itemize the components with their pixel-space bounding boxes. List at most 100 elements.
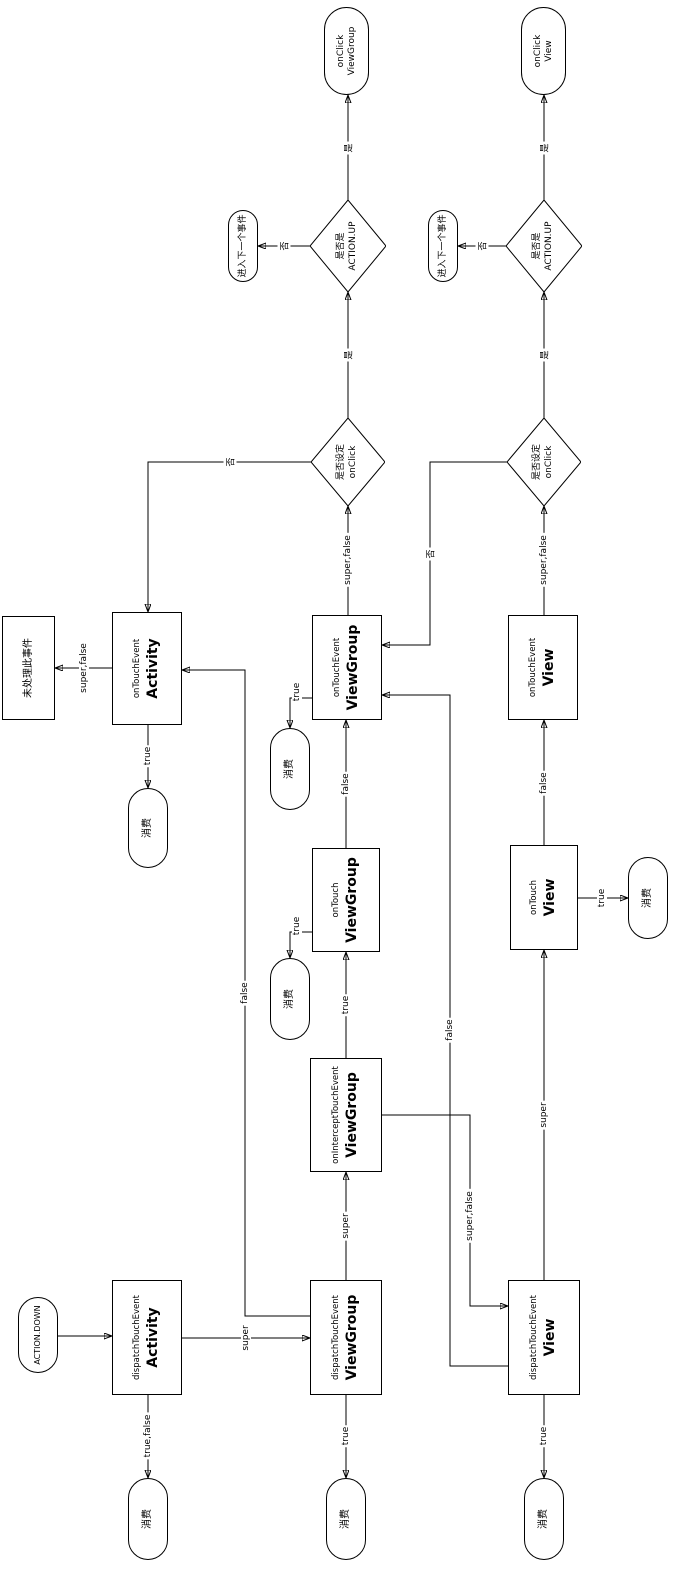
decision-text: 是否是 ACTION.UP	[310, 200, 386, 292]
terminal-consume-activity-ontouchevent: 消费	[128, 788, 168, 868]
edge-label-super: super	[241, 1323, 251, 1353]
edge-label-super: super	[539, 1100, 549, 1130]
diamond-shape	[507, 418, 581, 506]
method-label: onTouchEvent	[332, 637, 343, 698]
terminal-consume-viewgroup-ontouchevent: 消费	[270, 728, 310, 810]
next-event-label: 进入下一个事件	[437, 214, 448, 278]
node-viewgroup-onintercepttouchevent: onInterceptTouchEvent ViewGroup	[310, 1058, 382, 1172]
edge-label-true: true	[292, 914, 302, 938]
terminal-consume-activity-dispatch: 消费	[128, 1478, 168, 1560]
edge-label-super-false: super,false	[343, 533, 353, 587]
decision-line2: onClick	[348, 445, 358, 479]
edge-label-yes: 是	[537, 141, 551, 155]
terminal-onclick-viewgroup: onClick ViewGroup	[324, 7, 369, 95]
class-label: View	[540, 648, 557, 687]
node-view-ontouchevent: onTouchEvent View	[508, 615, 578, 720]
edge-label-no: 否	[277, 239, 291, 253]
edge-label-super-false: super,false	[465, 1189, 475, 1243]
class-label: ViewGroup	[343, 1072, 360, 1158]
decision-line2: ACTION.UP	[544, 221, 554, 271]
consume-label: 消费	[284, 989, 296, 1009]
terminal-consume-view-ontouch: 消费	[628, 857, 668, 939]
edge-label-false: false	[341, 771, 351, 797]
method-label: onTouch	[331, 882, 342, 918]
edge-label-true: true	[143, 744, 153, 768]
onclick-line1: onClick	[533, 34, 544, 68]
node-viewgroup-ontouch: onTouch ViewGroup	[312, 848, 380, 952]
edge-label-no: 否	[423, 547, 437, 561]
method-label: onTouchEvent	[132, 638, 143, 699]
terminal-consume-viewgroup-dispatch: 消费	[326, 1478, 366, 1560]
edge-label-yes: 是	[537, 348, 551, 362]
class-label: Activity	[144, 1307, 161, 1368]
class-label: ViewGroup	[343, 1294, 360, 1381]
node-view-dispatchtouchevent: dispatchTouchEvent View	[508, 1280, 580, 1395]
decision-line1: 是否设定	[532, 444, 543, 481]
edge-label-true: true	[292, 680, 302, 704]
decision-line1: 是否是	[336, 232, 347, 260]
terminal-consume-viewgroup-ontouch: 消费	[270, 958, 310, 1040]
node-viewgroup-ontouchevent: onTouchEvent ViewGroup	[312, 615, 382, 720]
method-label: onInterceptTouchEvent	[331, 1066, 342, 1164]
edge-view-decide-onclick-no-vg-ontouchevent	[382, 461, 507, 645]
edge-label-super: super	[341, 1211, 351, 1241]
onclick-line2: View	[543, 40, 554, 62]
edge-label-false: false	[445, 1017, 455, 1043]
onclick-line1: onClick	[336, 34, 347, 68]
decision-text: 是否是 ACTION.UP	[506, 200, 582, 292]
diamond-shape	[311, 418, 385, 506]
decision-line1: 是否是	[532, 232, 543, 260]
method-label: dispatchTouchEvent	[132, 1295, 143, 1380]
next-event-label: 进入下一个事件	[237, 214, 248, 278]
onclick-line2: ViewGroup	[346, 26, 357, 76]
edge-label-false: false	[539, 770, 549, 796]
start-action-down: ACTION.DOWN	[18, 1297, 58, 1373]
consume-label: 消费	[642, 888, 654, 908]
diamond-shape	[506, 200, 582, 292]
edge-label-true-false: true,false	[143, 1412, 153, 1460]
class-label: Activity	[144, 638, 161, 699]
method-label: dispatchTouchEvent	[331, 1295, 342, 1380]
class-label: View	[541, 878, 558, 917]
edge-label-true: true	[539, 1424, 549, 1448]
edge-label-false: false	[240, 980, 250, 1006]
method-label: onTouch	[529, 880, 540, 915]
node-activity-dispatchtouchevent: dispatchTouchEvent Activity	[112, 1280, 182, 1395]
edge-label-no: 否	[223, 455, 237, 469]
terminal-onclick-view: onClick View	[521, 7, 566, 95]
decision-onclick-set-view: 是否设定 onClick	[507, 418, 581, 506]
edge-label-no: 否	[475, 239, 489, 253]
decision-line2: ACTION.UP	[348, 221, 358, 271]
decision-text: 是否设定 onClick	[507, 418, 581, 506]
edge-vg-decide-onclick-no-activity-ontouchevent	[148, 461, 311, 612]
edge-label-true: true	[597, 886, 607, 910]
edge-label-super-false: super,false	[539, 533, 549, 587]
decision-action-up-view: 是否是 ACTION.UP	[506, 200, 582, 292]
consume-label: 消费	[538, 1509, 550, 1529]
node-view-ontouch: onTouch View	[510, 845, 578, 950]
start-label: ACTION.DOWN	[33, 1305, 43, 1365]
decision-text: 是否设定 onClick	[311, 418, 385, 506]
diamond-shape	[310, 200, 386, 292]
consume-label: 消费	[284, 759, 296, 779]
decision-line2: onClick	[544, 445, 554, 479]
decision-line1: 是否设定	[336, 444, 347, 481]
consume-label: 消费	[340, 1509, 352, 1529]
terminal-next-event-viewgroup: 进入下一个事件	[228, 210, 258, 282]
edge-label-yes: 是	[341, 348, 355, 362]
terminal-consume-view-dispatch: 消费	[524, 1478, 564, 1560]
consume-label: 消费	[142, 1509, 154, 1529]
class-label: ViewGroup	[344, 624, 361, 711]
class-label: ViewGroup	[343, 857, 360, 943]
consume-label: 消费	[142, 818, 154, 838]
node-viewgroup-dispatchtouchevent: dispatchTouchEvent ViewGroup	[310, 1280, 382, 1395]
edge-label-true: true	[341, 1424, 351, 1448]
edge-label-super-false: super,false	[79, 641, 89, 695]
decision-action-up-viewgroup: 是否是 ACTION.UP	[310, 200, 386, 292]
edge-label-yes: 是	[341, 141, 355, 155]
method-label: dispatchTouchEvent	[529, 1295, 540, 1380]
unhandled-label: 未处理此事件	[22, 638, 34, 698]
terminal-unhandled-event: 未处理此事件	[2, 616, 55, 720]
node-activity-ontouchevent: onTouchEvent Activity	[112, 612, 182, 725]
